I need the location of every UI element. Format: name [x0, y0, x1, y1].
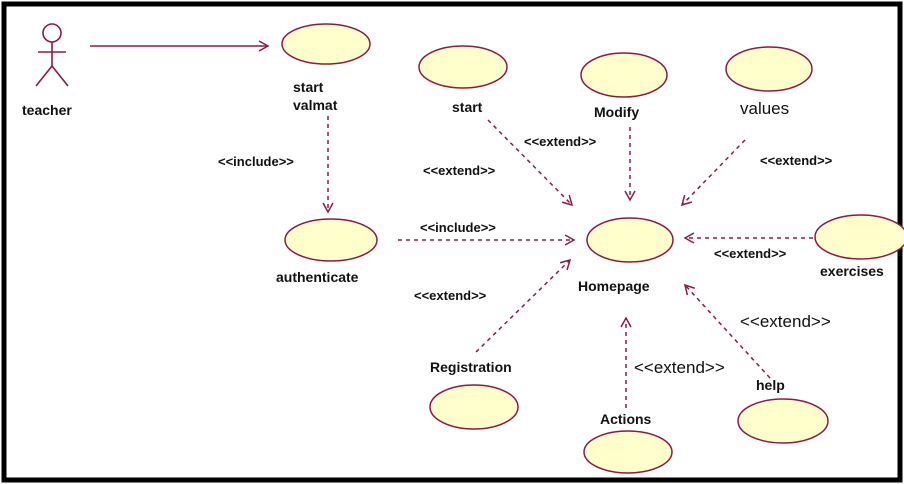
help-label: help [756, 377, 785, 393]
actor-left-leg [35, 65, 53, 87]
extend-edge-registration-homepage [475, 258, 572, 353]
include-label-authenticate-homepage: <<include>> [420, 220, 496, 235]
authenticate-label: authenticate [276, 269, 359, 285]
actor-right-leg [51, 65, 69, 87]
exercises-label: exercises [820, 263, 884, 279]
registration-label: Registration [430, 359, 512, 375]
use-case-start[interactable] [418, 45, 508, 89]
teacher-actor[interactable] [35, 23, 69, 87]
actions-label: Actions [600, 411, 652, 427]
use-case-exercises[interactable] [814, 214, 904, 260]
use-case-start-valmat[interactable] [281, 23, 371, 65]
extend-label-exercises: <<extend>> [714, 246, 787, 261]
modify-label: Modify [594, 104, 639, 120]
use-case-authenticate[interactable] [284, 218, 378, 262]
actor-label: teacher [22, 102, 72, 118]
use-case-help[interactable] [737, 398, 829, 444]
extend-edge-start-homepage [487, 119, 574, 207]
use-case-registration[interactable] [429, 384, 519, 430]
homepage-label: Homepage [578, 278, 650, 294]
start-valmat-label-line2: valmat [293, 97, 338, 113]
extend-label-start: <<extend>> [423, 163, 496, 178]
include-label-valmat-authenticate: <<include>> [218, 154, 294, 169]
extend-edge-help-homepage [683, 283, 771, 379]
extend-label-actions: <<extend>> [634, 358, 725, 377]
extend-label-help: <<extend>> [740, 312, 831, 331]
extend-label-registration: <<extend>> [414, 288, 487, 303]
extend-edge-values-homepage [680, 139, 746, 207]
start-label: start [452, 99, 483, 115]
extend-label-values: <<extend>> [760, 153, 833, 168]
extend-label-modify: <<extend>> [524, 134, 597, 149]
use-case-homepage[interactable] [586, 217, 674, 263]
values-label: values [740, 99, 789, 118]
use-case-values[interactable] [725, 46, 813, 92]
use-case-actions[interactable] [583, 430, 673, 474]
use-case-modify[interactable] [580, 52, 668, 98]
start-valmat-label-line1: start [293, 79, 324, 95]
